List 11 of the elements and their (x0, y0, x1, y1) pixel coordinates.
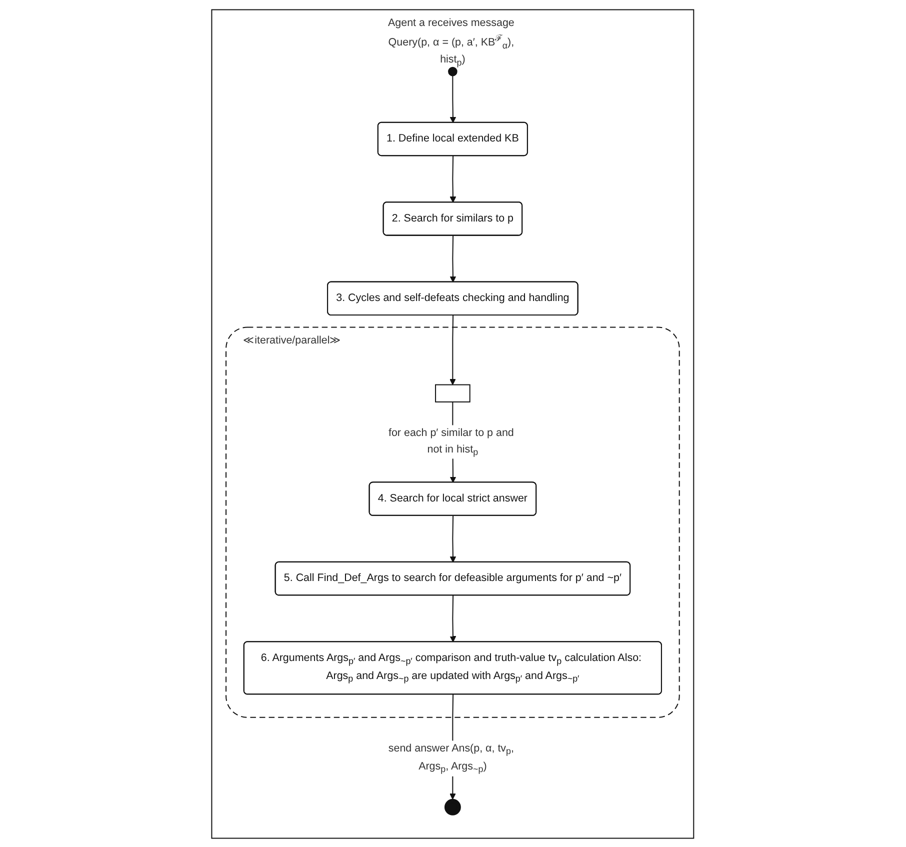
node-box (435, 384, 471, 402)
arrow (450, 514, 456, 562)
edge-label: for each p′ similar to p and not in hist$_{p}$ (388, 426, 514, 456)
arrow (450, 314, 456, 385)
arrow (450, 74, 456, 122)
arrow (450, 154, 456, 202)
node-circle (448, 66, 458, 76)
arrow (450, 234, 456, 282)
arrow (450, 594, 456, 642)
edge-label: send answer Ans(p, α, tv$_{p}$, Args$_{p}$, Args$_{~p}$) (388, 742, 514, 774)
node-circle (444, 798, 462, 815)
